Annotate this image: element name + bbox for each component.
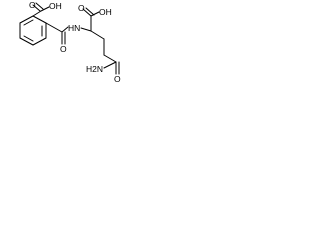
bond-ring-2: [32, 15, 47, 24]
bond-top-cooh-double-o-b: [85, 7, 95, 16]
label-top-left-o: O: [29, 0, 36, 10]
bond-amide-c-to-n: [61, 26, 69, 33]
label-top-right-oh: OH: [99, 7, 112, 17]
bond-delta-to-amine: [103, 61, 117, 69]
bond-top-cooh-double-o-a: [82, 8, 92, 17]
label-amine: H2N: [86, 64, 103, 74]
bond-ring-5: [19, 37, 34, 46]
bond-n-to-alpha-c: [80, 27, 92, 32]
label-top-right-o: O: [78, 3, 85, 13]
bond-ring-to-amide-c: [45, 22, 63, 33]
bond-ring-inner-3: [23, 35, 34, 42]
bond-ring-to-cooh: [32, 10, 42, 17]
label-top-left-oh: OH: [49, 1, 62, 11]
label-amide-nh: HN: [68, 23, 80, 33]
bond-cooh-to-oh: [40, 6, 50, 12]
bonds: [19, 2, 120, 75]
label-bottom-o: O: [114, 74, 121, 84]
bond-cooh-double-o-a: [32, 4, 41, 12]
bond-alpha-to-beta: [90, 30, 105, 40]
bond-cooh-double-o-b: [35, 2, 44, 10]
bond-ring-4: [32, 37, 47, 46]
bond-ring-inner-1: [23, 19, 34, 26]
label-amide-o: O: [60, 44, 67, 54]
atom-labels: O OH O OH HN O H2N O: [29, 0, 121, 84]
bond-gamma-to-delta: [103, 54, 117, 63]
bond-ring-1: [19, 15, 34, 24]
chemical-structure-diagram: O OH O OH HN O H2N O: [19, 0, 121, 84]
bond-top-cooh-to-oh: [90, 11, 100, 17]
